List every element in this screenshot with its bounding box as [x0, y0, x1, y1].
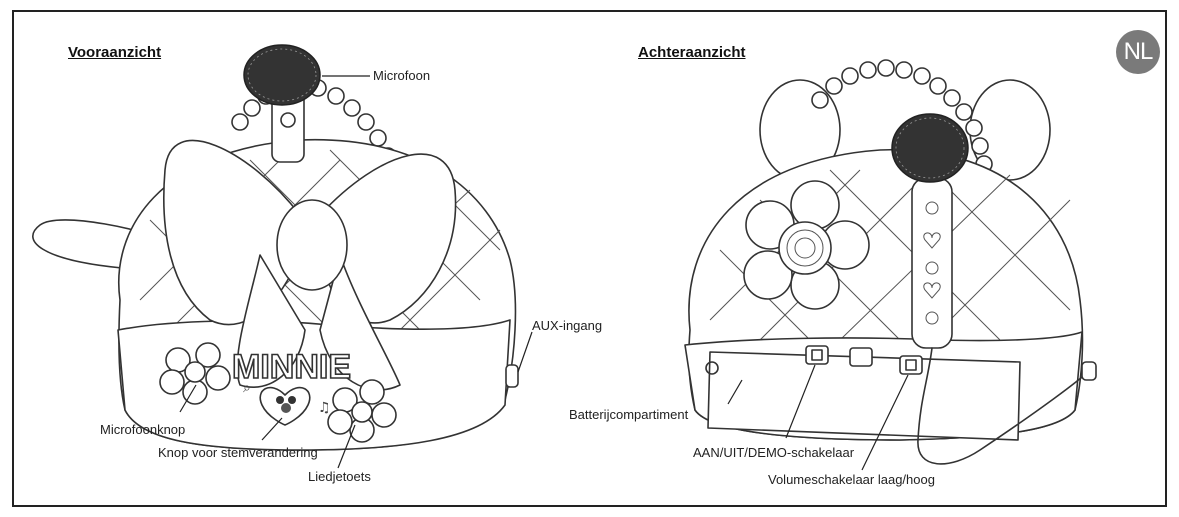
label-power-demo-switch: AAN/UIT/DEMO-schakelaar [693, 445, 854, 460]
back-slot [850, 348, 872, 366]
label-volume-switch: Volumeschakelaar laag/hoog [768, 472, 935, 487]
back-aux-plug [1082, 362, 1096, 380]
label-battery-compartment: Batterijcompartiment [569, 407, 688, 422]
front-aux-port [506, 365, 518, 387]
back-speaker-illustration [685, 60, 1096, 464]
label-microphone: Microfoon [373, 68, 430, 83]
back-power-switch [806, 346, 828, 364]
back-mic-head [892, 114, 968, 182]
label-voice-change-button: Knop voor stemverandering [158, 445, 318, 460]
svg-text:♫: ♫ [318, 400, 331, 416]
label-mic-button: Microfoonknop [100, 422, 185, 437]
svg-text:⌕: ⌕ [243, 380, 251, 396]
back-volume-switch [900, 356, 922, 374]
front-mic-head [244, 45, 320, 105]
label-song-button: Liedjetoets [308, 469, 371, 484]
back-mic-handle [912, 178, 952, 348]
front-speaker-illustration: MINNIE ⌕ ♫ [33, 45, 518, 450]
label-aux-input: AUX-ingang [532, 318, 602, 333]
